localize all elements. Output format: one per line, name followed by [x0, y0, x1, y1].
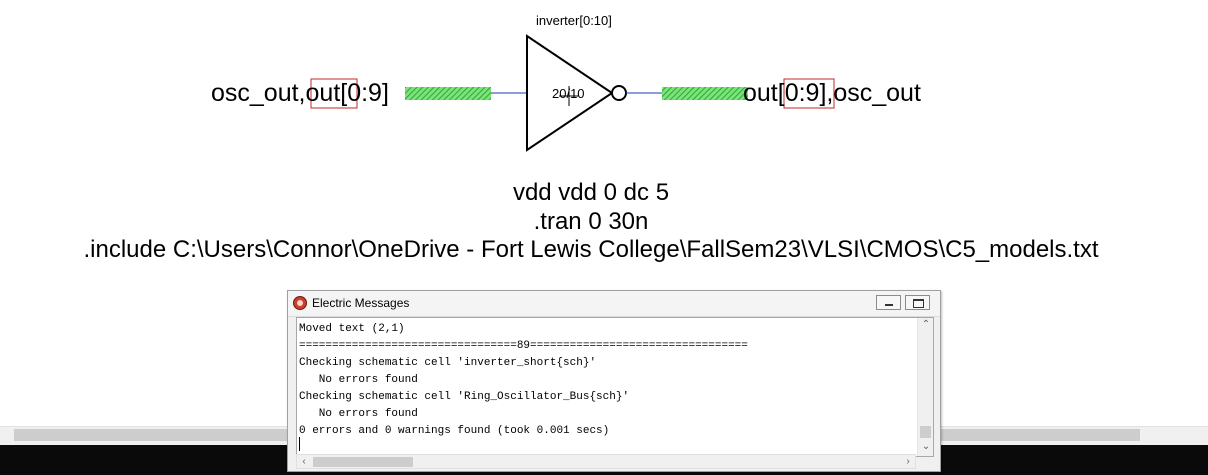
left-label-selection — [310, 78, 358, 109]
text-caret — [299, 437, 300, 451]
log-line: 0 errors and 0 warnings found (took 0.00… — [299, 425, 610, 437]
instance-name-label[interactable]: inverter[0:10] — [536, 13, 612, 28]
messages-window[interactable]: Electric Messages Moved text (2,1) ======… — [287, 290, 941, 472]
messages-vscroll-thumb[interactable] — [920, 426, 931, 438]
spice-line-vdd[interactable]: vdd vdd 0 dc 5 — [512, 179, 670, 206]
electric-app-icon — [293, 296, 307, 310]
right-label-selection — [783, 78, 835, 109]
restore-button[interactable] — [905, 295, 930, 310]
spice-line-include[interactable]: .include C:\Users\Connor\OneDrive - Fort… — [83, 236, 1099, 263]
left-net-label[interactable]: osc_out,out[0:9] — [211, 79, 389, 107]
log-line: =================================89=====… — [299, 340, 748, 352]
messages-vertical-scrollbar[interactable]: ⌃ ⌄ — [917, 318, 933, 456]
minimize-button[interactable] — [876, 295, 901, 310]
log-line: No errors found — [299, 408, 418, 420]
right-bus-highlight — [662, 87, 748, 100]
log-line: No errors found — [299, 374, 418, 386]
messages-hscroll-thumb[interactable] — [313, 457, 413, 467]
right-net-label[interactable]: out[0:9],osc_out — [743, 79, 921, 107]
window-title: Electric Messages — [312, 296, 410, 310]
left-bus-highlight — [405, 87, 491, 100]
messages-titlebar[interactable]: Electric Messages — [288, 291, 940, 317]
spice-line-tran[interactable]: .tran 0 30n — [533, 208, 649, 235]
scroll-right-arrow-icon[interactable]: › — [906, 456, 910, 467]
log-line: Moved text (2,1) — [299, 323, 405, 335]
messages-log: Moved text (2,1) ========================… — [299, 321, 917, 440]
inverter-bubble — [611, 85, 627, 101]
schematic-drawing — [310, 34, 835, 152]
scroll-up-arrow-icon[interactable]: ⌃ — [921, 319, 931, 330]
log-line: Checking schematic cell 'inverter_short{… — [299, 357, 597, 369]
messages-text-area[interactable]: Moved text (2,1) ========================… — [296, 317, 934, 457]
log-line: Checking schematic cell 'Ring_Oscillator… — [299, 391, 630, 403]
size-label[interactable]: 20/10 — [552, 86, 585, 101]
scroll-left-arrow-icon[interactable]: ‹ — [302, 456, 306, 467]
messages-horizontal-scrollbar[interactable]: ‹ › — [296, 454, 916, 469]
scroll-down-arrow-icon[interactable]: ⌄ — [921, 441, 931, 452]
